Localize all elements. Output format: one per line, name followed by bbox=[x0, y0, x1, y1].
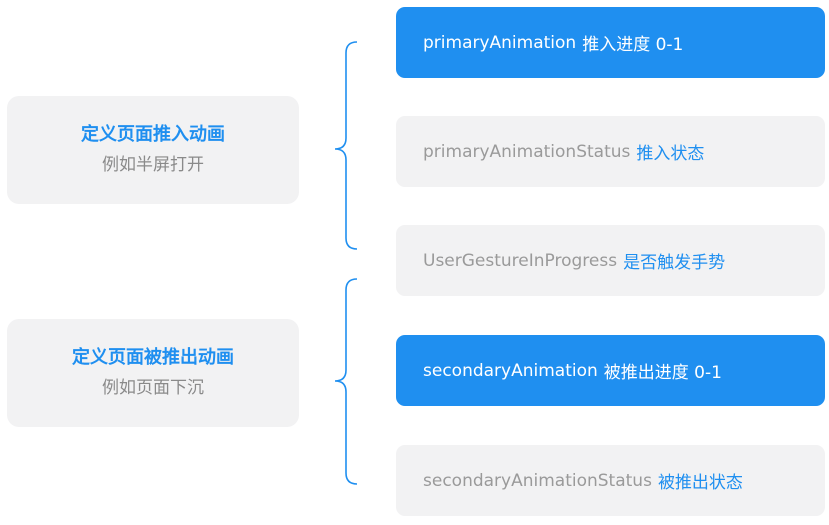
secondary-animation-status-label: secondaryAnimationStatus bbox=[423, 470, 652, 491]
user-gesture-desc: 是否触发手势 bbox=[623, 253, 726, 273]
push-animation-title: 定义页面推入动画 bbox=[81, 124, 225, 145]
push-animation-card: 定义页面推入动画 例如半屏打开 bbox=[7, 96, 299, 204]
primary-animation-status-label: primaryAnimationStatus bbox=[423, 141, 631, 162]
secondary-animation-status-box: secondaryAnimationStatus 被推出状态 bbox=[396, 445, 825, 516]
user-gesture-label: UserGestureInProgress bbox=[423, 250, 618, 271]
secondary-animation-box: secondaryAnimation 被推出进度 0-1 bbox=[396, 335, 825, 406]
pop-animation-title: 定义页面被推出动画 bbox=[72, 347, 234, 368]
bracket-push bbox=[334, 41, 358, 250]
pop-animation-card: 定义页面被推出动画 例如页面下沉 bbox=[7, 319, 299, 427]
pop-animation-subtitle: 例如页面下沉 bbox=[102, 378, 204, 398]
primary-animation-box: primaryAnimation 推入进度 0-1 bbox=[396, 7, 825, 78]
push-animation-subtitle: 例如半屏打开 bbox=[102, 155, 204, 175]
primary-animation-status-desc: 推入状态 bbox=[636, 144, 705, 164]
primary-animation-status-box: primaryAnimationStatus 推入状态 bbox=[396, 116, 825, 187]
bracket-pop bbox=[334, 278, 358, 485]
secondary-animation-desc: 被推出进度 0-1 bbox=[603, 363, 722, 383]
secondary-animation-label: secondaryAnimation bbox=[423, 360, 598, 381]
primary-animation-label: primaryAnimation bbox=[423, 32, 577, 53]
user-gesture-box: UserGestureInProgress 是否触发手势 bbox=[396, 225, 825, 296]
secondary-animation-status-desc: 被推出状态 bbox=[657, 473, 743, 493]
primary-animation-desc: 推入进度 0-1 bbox=[582, 35, 684, 55]
